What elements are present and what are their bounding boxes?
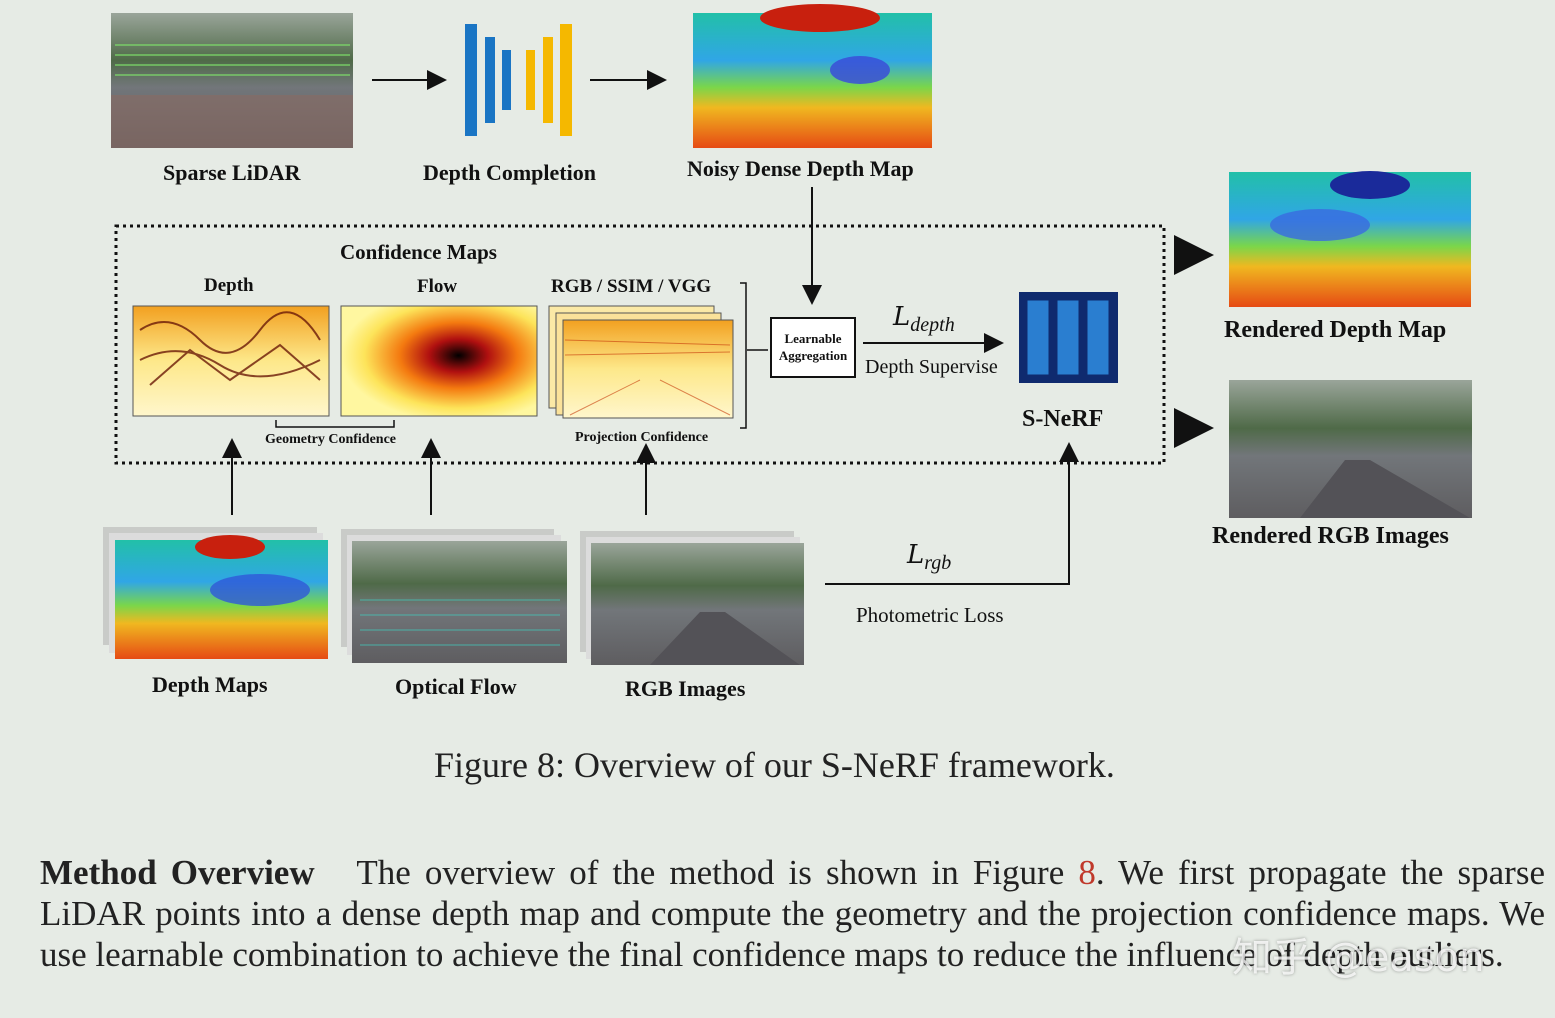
label-projection-confidence: Projection Confidence — [575, 430, 709, 445]
sparse-lidar-image — [111, 13, 353, 148]
rendered-depth-image — [1229, 171, 1471, 307]
depth-confidence-image — [132, 305, 330, 417]
watermark: 知乎 @eason — [1232, 935, 1485, 981]
label-depth-conf: Depth — [204, 275, 254, 296]
label-rgb-ssim-vgg: RGB / SSIM / VGG — [551, 276, 712, 297]
label-flow-conf: Flow — [417, 276, 458, 297]
label-photometric-loss: Photometric Loss — [856, 603, 1004, 627]
depth-loss-symbol: Ldepth — [893, 302, 955, 337]
label-noisy-dense-depth: Noisy Dense Depth Map — [687, 156, 914, 181]
rgb-loss-symbol: Lrgb — [907, 540, 951, 575]
label-confidence-maps: Confidence Maps — [340, 240, 497, 264]
optical-flow-stack — [341, 529, 567, 663]
projection-bracket — [740, 282, 747, 429]
label-snerf: S-NeRF — [1022, 406, 1104, 432]
label-depth-supervise: Depth Supervise — [865, 356, 998, 378]
rgb-ssim-vgg-stack — [548, 305, 734, 419]
rendered-rgb-image — [1229, 380, 1472, 518]
depth-maps-stack — [103, 527, 328, 659]
arrow-rgb-loss-to-snerf — [825, 442, 1079, 585]
label-depth-maps: Depth Maps — [152, 672, 268, 697]
depth-loss-L: L — [893, 302, 911, 332]
label-optical-flow: Optical Flow — [395, 674, 517, 699]
aggregation-text: Learnable Aggregation — [771, 330, 855, 364]
label-depth-completion: Depth Completion — [423, 160, 596, 185]
depth-loss-sub: depth — [910, 314, 955, 337]
rgb-loss-L: L — [907, 540, 925, 570]
label-rendered-depth: Rendered Depth Map — [1224, 317, 1447, 343]
flow-confidence-image — [340, 305, 538, 417]
confidence-module-box — [114, 224, 1166, 465]
paragraph-text-1: The overview of the method is shown in F… — [356, 853, 1079, 892]
figure-caption: Figure 8: Overview of our S-NeRF framewo… — [434, 745, 1115, 785]
aggregation-line2: Aggregation — [778, 348, 848, 363]
method-overview-paragraph: Method Overview The overview of the meth… — [40, 852, 1545, 975]
figure-ref-link[interactable]: 8 — [1078, 853, 1096, 892]
label-rendered-rgb: Rendered RGB Images — [1212, 523, 1449, 549]
snerf-network-icon — [1019, 292, 1118, 383]
aggregation-box — [770, 317, 856, 378]
label-rgb-images: RGB Images — [625, 676, 746, 701]
label-geometry-confidence: Geometry Confidence — [265, 432, 397, 447]
paragraph-text-2: . We first propagate the sparse LiDAR po… — [40, 853, 1545, 974]
aggregation-line1: Learnable — [784, 331, 842, 346]
rgb-images-stack — [580, 531, 804, 665]
label-sparse-lidar: Sparse LiDAR — [163, 160, 301, 185]
depth-completion-network-icon — [465, 24, 572, 136]
geometry-bracket — [275, 420, 395, 428]
paragraph-heading: Method Overview — [40, 853, 315, 892]
rgb-loss-sub: rgb — [924, 552, 952, 575]
noisy-dense-depth-image — [693, 4, 932, 148]
